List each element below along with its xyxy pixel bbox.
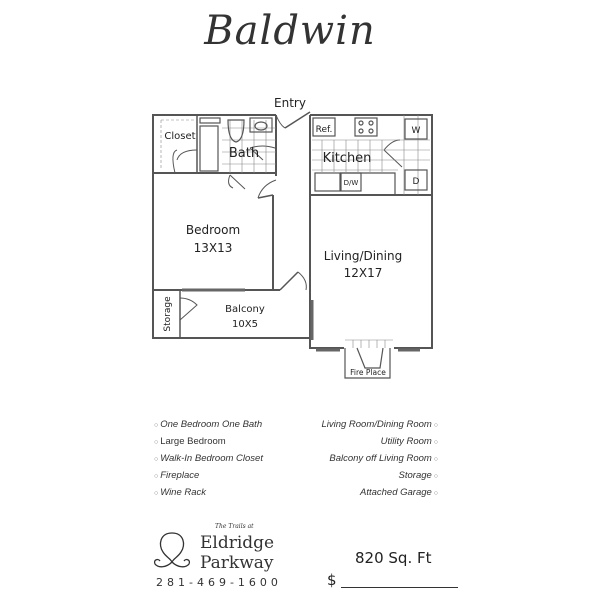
bullet-icon: ○ <box>154 456 161 463</box>
feature-item: Living Room/Dining Room ○ <box>321 419 438 430</box>
door-swing <box>297 271 307 291</box>
feature-item: Attached Garage ○ <box>359 487 438 498</box>
monogram-logo-icon <box>153 532 191 568</box>
label-washer: W <box>412 126 421 136</box>
brand-tagline: The Trails at <box>215 523 254 530</box>
bullet-icon: ○ <box>431 439 438 446</box>
label-living: Living/Dining <box>324 249 402 263</box>
label-dishwasher: D/W <box>344 179 359 187</box>
bullet-icon: ○ <box>154 490 161 497</box>
washer <box>404 118 428 140</box>
feature-item: Balcony off Living Room ○ <box>329 453 438 464</box>
feature-item: Storage ○ <box>398 470 438 481</box>
wall <box>309 195 344 349</box>
bullet-icon: ○ <box>154 422 161 429</box>
bullet-icon: ○ <box>431 490 438 497</box>
label-storage: Storage <box>163 296 173 332</box>
refrigerator <box>312 117 336 137</box>
bullet-icon: ○ <box>431 456 438 463</box>
label-balcony-size: 10X5 <box>232 319 258 330</box>
phone-number: 281-469-1600 <box>156 576 282 589</box>
label-bedroom: Bedroom <box>186 223 240 237</box>
label-bedroom-size: 13X13 <box>194 241 233 255</box>
features-left: ○ One Bedroom One Bath ○ Large Bedroom ○… <box>154 417 289 502</box>
label-dryer: D <box>413 177 420 187</box>
label-living-size: 12X17 <box>344 266 383 280</box>
feature-item: ○ Walk-In Bedroom Closet <box>154 453 263 464</box>
label-bath: Bath <box>229 146 259 161</box>
bullet-icon: ○ <box>431 422 438 429</box>
wall <box>310 114 433 349</box>
square-footage: 820 Sq. Ft <box>355 549 432 567</box>
stove <box>354 117 378 137</box>
door <box>279 271 299 291</box>
label-kitchen: Kitchen <box>323 151 372 166</box>
label-entry: Entry <box>274 96 306 110</box>
price-blank-line <box>341 587 458 588</box>
bullet-icon: ○ <box>154 473 161 480</box>
label-ref: Ref. <box>316 125 333 135</box>
wall <box>272 195 280 291</box>
bullet-icon: ○ <box>431 473 438 480</box>
feature-item: ○ Wine Rack <box>154 487 207 498</box>
label-fireplace: Fire Place <box>350 368 386 377</box>
plan-title: Baldwin <box>204 8 376 54</box>
feature-item: ○ One Bedroom One Bath <box>154 419 263 430</box>
bullet-icon: ○ <box>154 439 161 446</box>
floor-plan: Entry Closet Bath Kitchen Ref. W D D/W B… <box>152 96 433 379</box>
price-label: $ <box>327 571 337 589</box>
feature-item: ○ Fireplace <box>154 470 200 481</box>
dryer <box>404 169 428 191</box>
feature-item: ○ Large Bedroom <box>154 436 226 447</box>
feature-item: Utility Room ○ <box>380 436 438 447</box>
entry-door <box>284 111 311 129</box>
features-right: Living Room/Dining Room ○ Utility Room ○… <box>300 417 438 502</box>
brand-name: Eldridge Parkway <box>200 533 275 573</box>
label-closet: Closet <box>164 131 195 142</box>
label-balcony: Balcony <box>225 304 265 315</box>
sink <box>314 172 341 192</box>
